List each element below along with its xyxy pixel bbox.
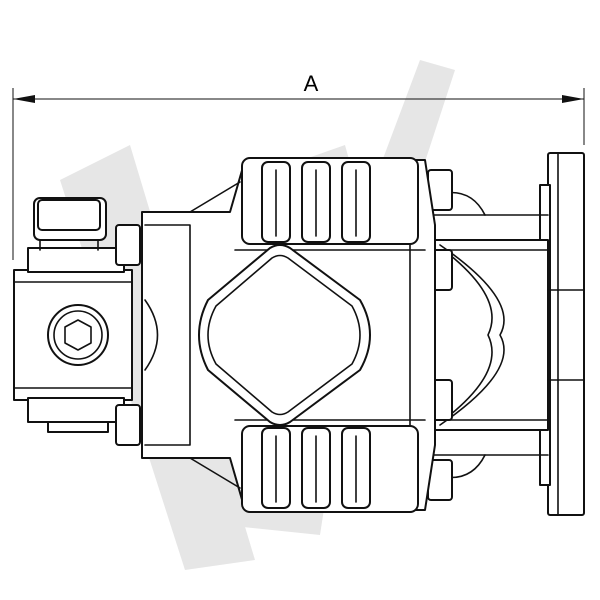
flange-yoke (429, 152, 585, 516)
rib-block-bottom (241, 425, 419, 513)
dimension-label: A (304, 71, 319, 96)
cross-spider (198, 244, 371, 426)
arrow-left-icon (13, 95, 35, 103)
arrow-right-icon (562, 95, 584, 103)
rib-block-top (241, 157, 419, 245)
clamp-yoke (13, 197, 133, 433)
hex-bolt-icon (47, 304, 109, 366)
dimension-a: A (12, 71, 585, 260)
